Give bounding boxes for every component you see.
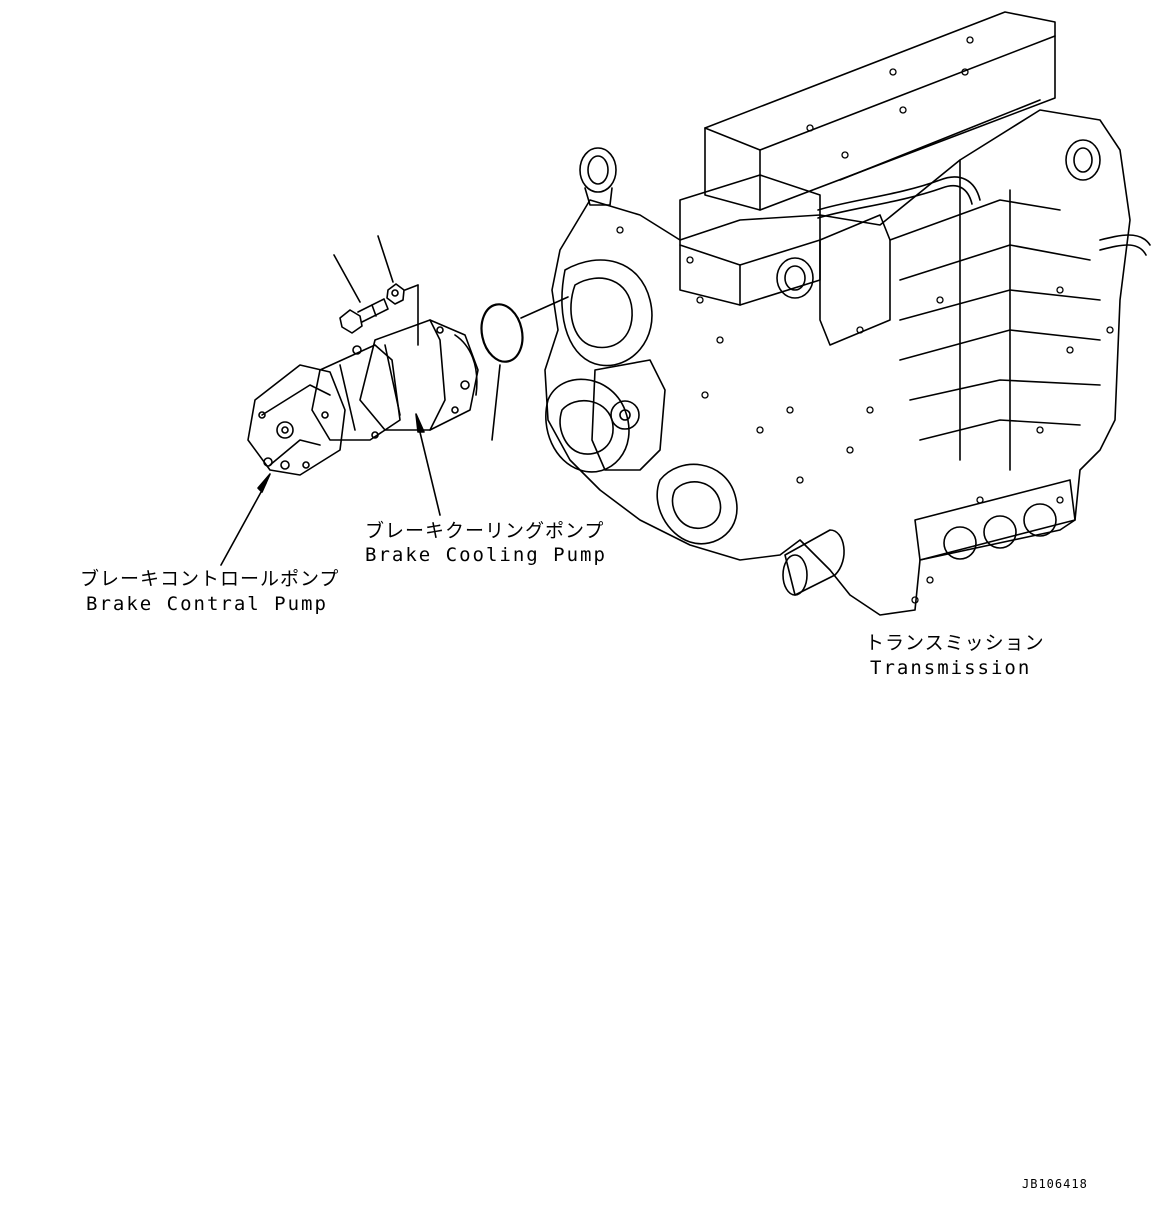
brake-cooling-pump-label-en: Brake Cooling Pump (365, 544, 607, 566)
transmission-label-en: Transmission (870, 657, 1032, 679)
bolt (334, 255, 388, 333)
washer (378, 236, 404, 304)
drawing-code: JB106418 (1022, 1177, 1088, 1191)
transmission-label-ja: トランスミッション (865, 632, 1045, 654)
brake-control-pump-label-en: Brake Contral Pump (86, 593, 328, 615)
brake-control-pump-pointer (221, 474, 270, 565)
brake-control-pump-label-ja: ブレーキコントロールポンプ (80, 568, 340, 590)
brake-cooling-pump-pointer (416, 414, 440, 515)
o-ring (476, 297, 568, 440)
brake-pump-assembly (248, 320, 478, 475)
brake-cooling-pump-label-ja: ブレーキクーリングポンプ (365, 520, 605, 542)
leader-line (405, 285, 418, 290)
transmission-drawing (545, 12, 1150, 615)
